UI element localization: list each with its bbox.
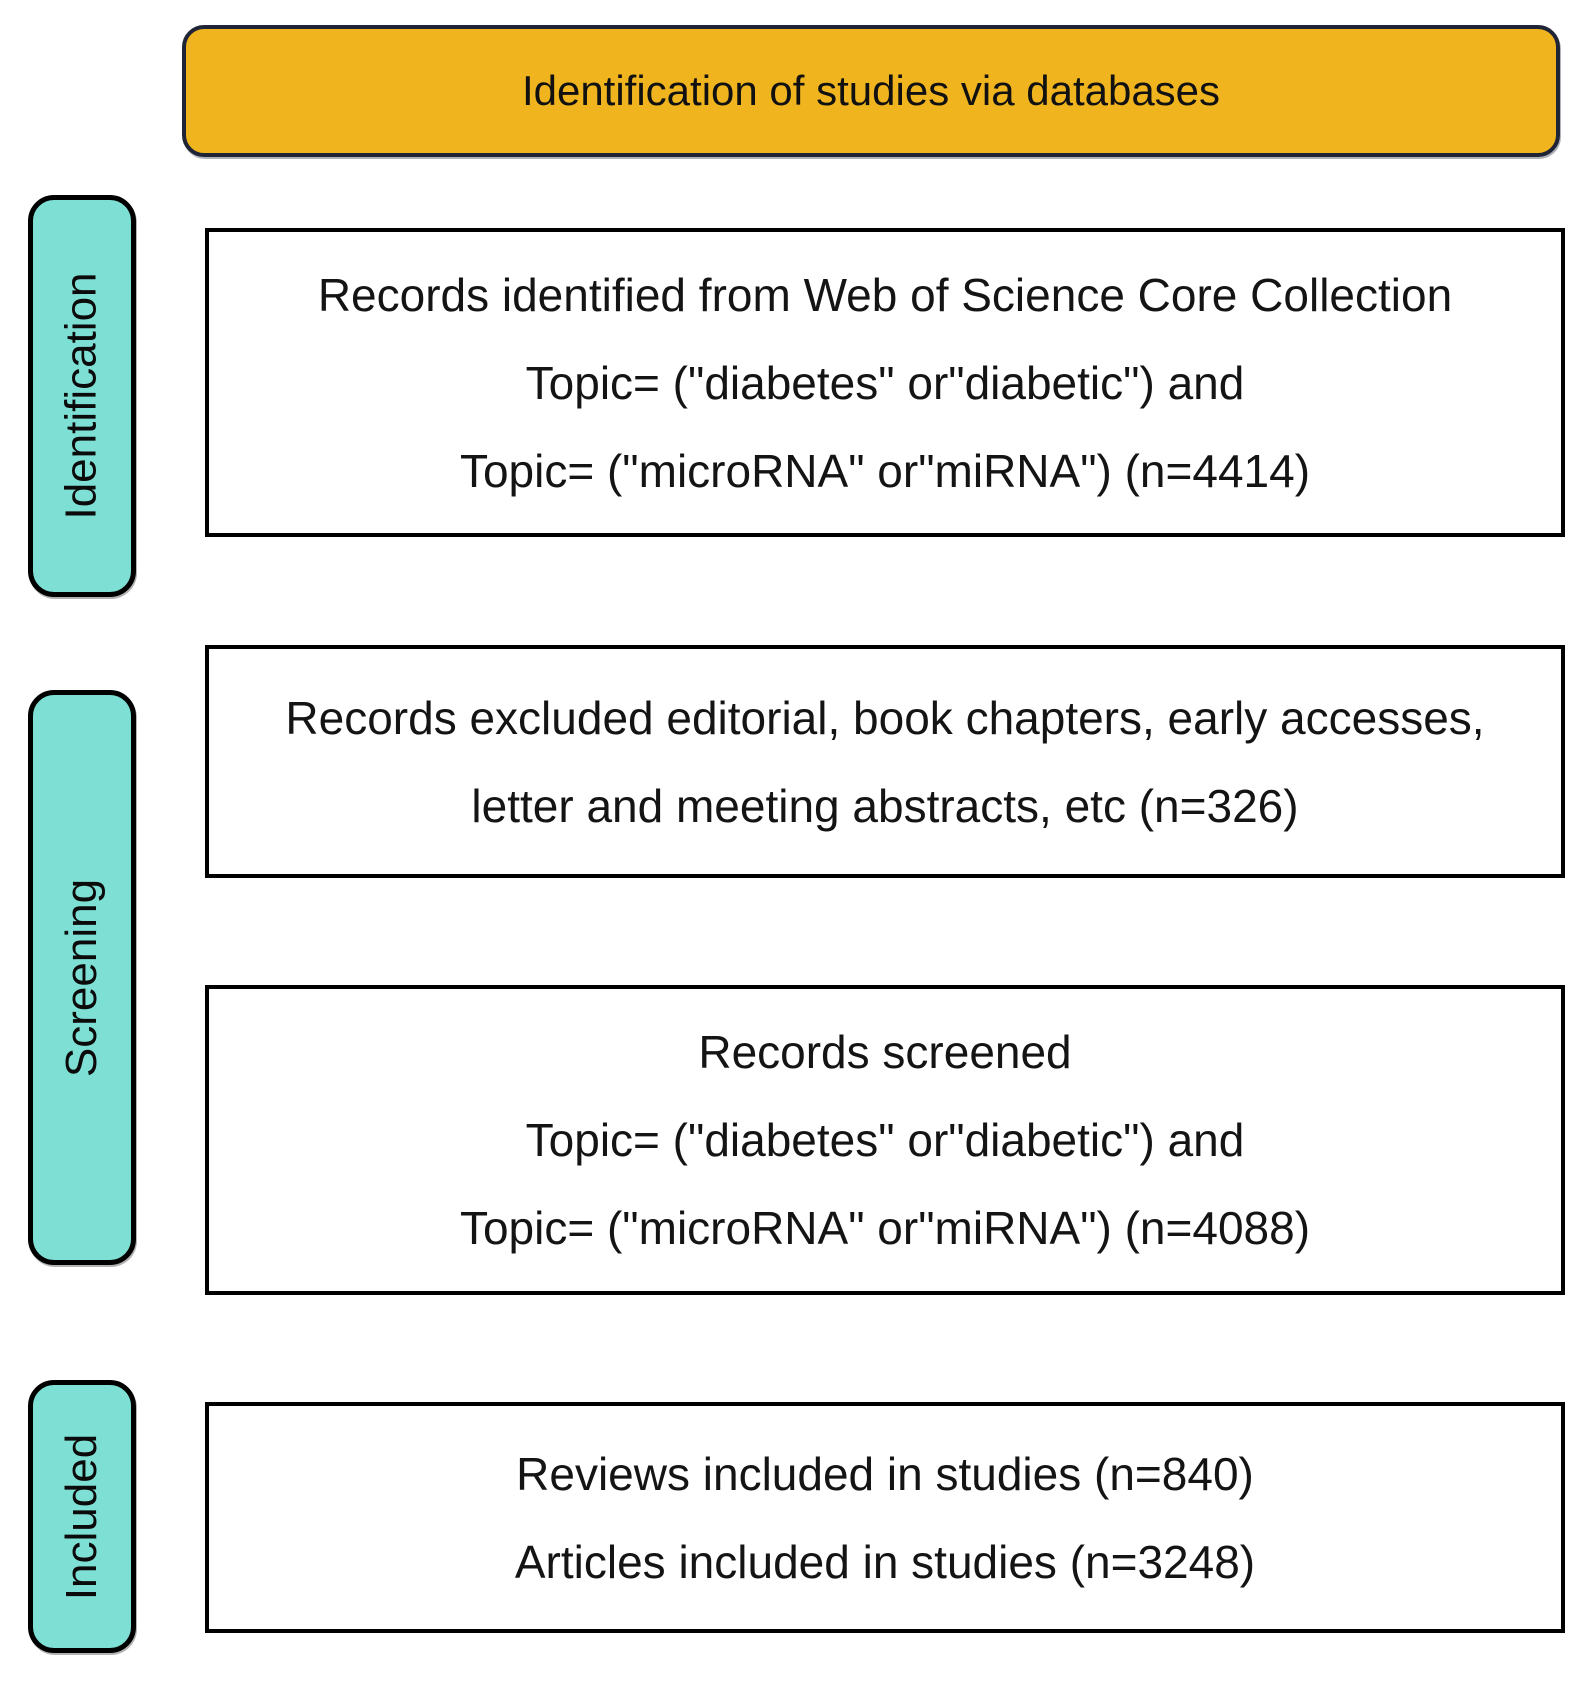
records-identified-line-1: Records identified from Web of Science C… (317, 268, 1453, 321)
records-excluded-line-1: Records excluded editorial, book chapter… (285, 691, 1485, 744)
stage-label-included: Included (57, 1433, 107, 1600)
flow-box-records-excluded: Records excluded editorial, book chapter… (205, 645, 1565, 878)
header-title: Identification of studies via databases (521, 67, 1221, 114)
records-screened-line-3: Topic= ("microRNA" or"miRNA") (n=4088) (459, 1202, 1311, 1254)
studies-included-line-1: Reviews included in studies (n=840) (516, 1447, 1254, 1500)
stage-tab-screening: Screening (28, 690, 136, 1265)
flow-box-records-identified: Records identified from Web of Science C… (205, 228, 1565, 537)
studies-included-line-2: Articles included in studies (n=3248) (514, 1535, 1256, 1588)
flow-box-records-screened: Records screened Topic= ("diabetes" or"d… (205, 985, 1565, 1295)
records-excluded-line-2: letter and meeting abstracts, etc (n=326… (471, 779, 1299, 832)
stage-tab-identification: Identification (28, 195, 136, 597)
stage-label-screening: Screening (57, 878, 107, 1077)
stage-tab-included: Included (28, 1380, 136, 1653)
flow-box-studies-included: Reviews included in studies (n=840) Arti… (205, 1402, 1565, 1633)
records-screened-line-1: Records screened (698, 1026, 1072, 1078)
stage-label-identification: Identification (57, 272, 106, 520)
header-box: Identification of studies via databases (182, 25, 1560, 157)
records-identified-line-2: Topic= ("diabetes" or"diabetic") and (525, 356, 1245, 409)
records-identified-line-3: Topic= ("microRNA" or"miRNA") (n=4414) (459, 444, 1311, 497)
records-screened-line-2: Topic= ("diabetes" or"diabetic") and (525, 1114, 1245, 1166)
